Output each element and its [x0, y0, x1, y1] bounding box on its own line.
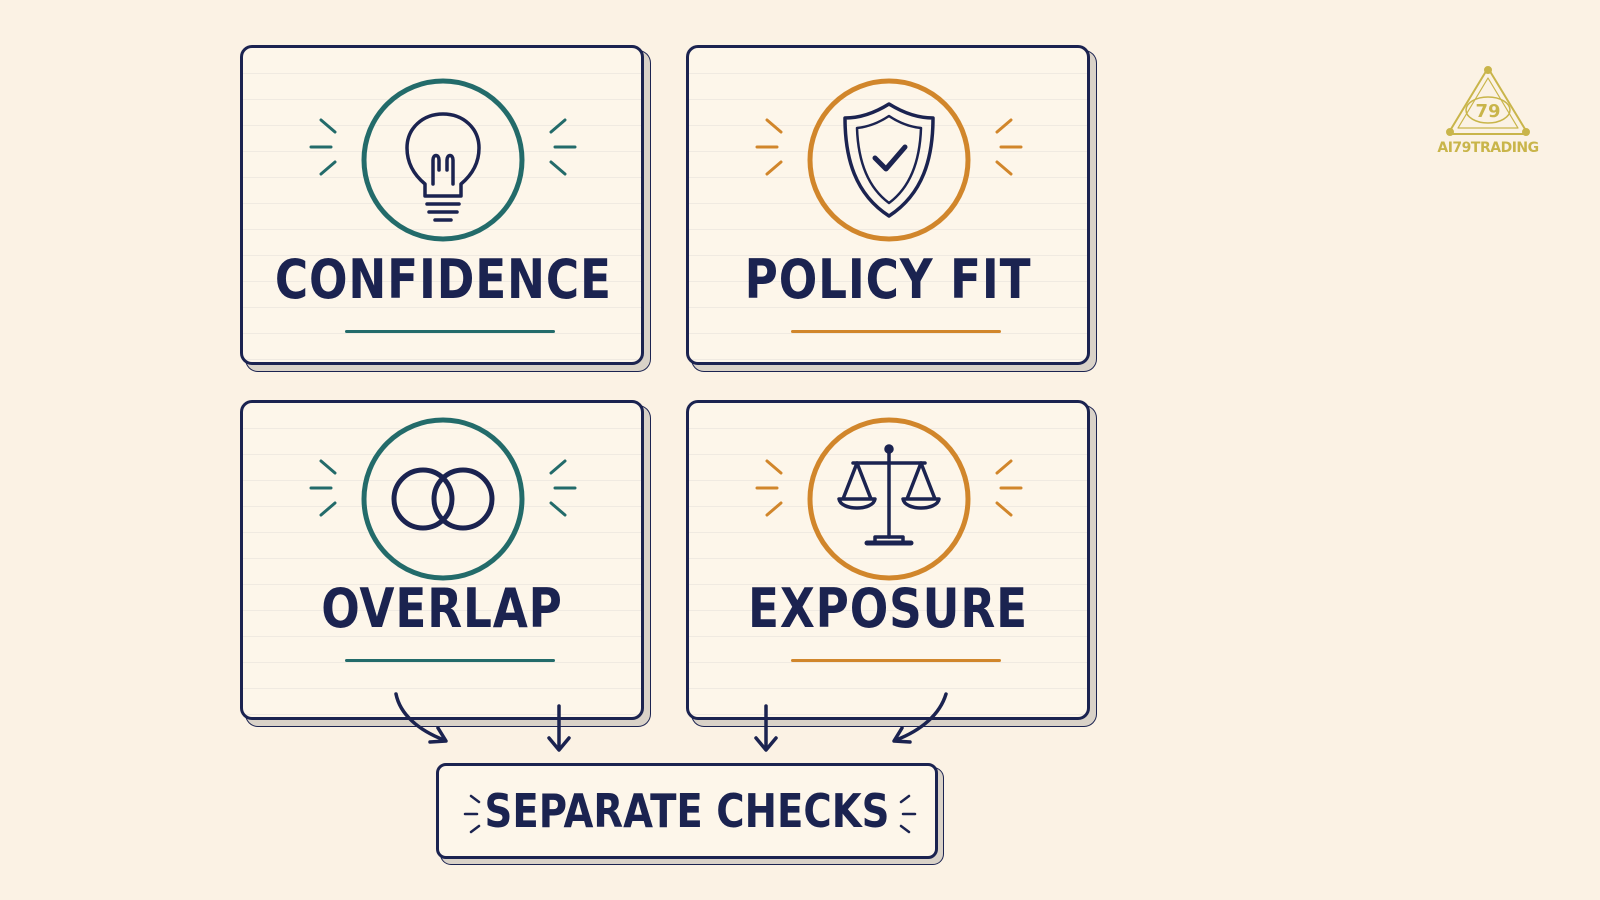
separate-checks-label: SEPARATE CHECKS	[484, 784, 890, 838]
card-policy-fit: POLICY FIT	[686, 45, 1090, 365]
card-exposure: EXPOSURE	[686, 400, 1090, 720]
result-box-art	[463, 794, 917, 834]
sparkle-lines-right	[995, 118, 1023, 176]
card-overlap: OVERLAP	[240, 400, 644, 720]
sparkle-lines-left	[309, 459, 337, 517]
separate-checks-box: SEPARATE CHECKS	[436, 763, 938, 859]
card-policy-fit-label: POLICY FIT	[744, 248, 1032, 311]
card-confidence-label: CONFIDENCE	[274, 248, 612, 311]
card-overlap-label: OVERLAP	[321, 577, 563, 640]
card-policy-fit-art	[755, 78, 1023, 242]
scales-icon	[807, 417, 971, 581]
lightbulb-icon	[361, 78, 525, 242]
card-exposure-label: EXPOSURE	[748, 577, 1028, 640]
sparkle-lines-right	[549, 118, 577, 176]
card-exposure-art	[755, 417, 1023, 581]
logo-text: AI79TRADING	[1437, 140, 1539, 156]
card-policy-fit-underline	[791, 330, 1001, 333]
triangle-logo-icon: 79	[1446, 66, 1530, 136]
interlocking-rings-icon	[361, 417, 525, 581]
logo-emblem-number: 79	[1475, 101, 1500, 122]
ai79trading-logo: 79 AI79TRADING	[1428, 62, 1548, 162]
shield-check-icon	[807, 78, 971, 242]
card-confidence-art	[309, 78, 577, 242]
card-exposure-underline	[791, 659, 1001, 662]
sparkle-lines-left	[309, 118, 337, 176]
card-overlap-underline	[345, 659, 555, 662]
card-confidence: CONFIDENCE	[240, 45, 644, 365]
sparkle-lines-left	[755, 459, 783, 517]
card-confidence-underline	[345, 330, 555, 333]
sparkle-lines-left	[755, 118, 783, 176]
sparkle-lines-right	[549, 459, 577, 517]
sparkle-lines-right	[995, 459, 1023, 517]
card-overlap-art	[309, 417, 577, 581]
